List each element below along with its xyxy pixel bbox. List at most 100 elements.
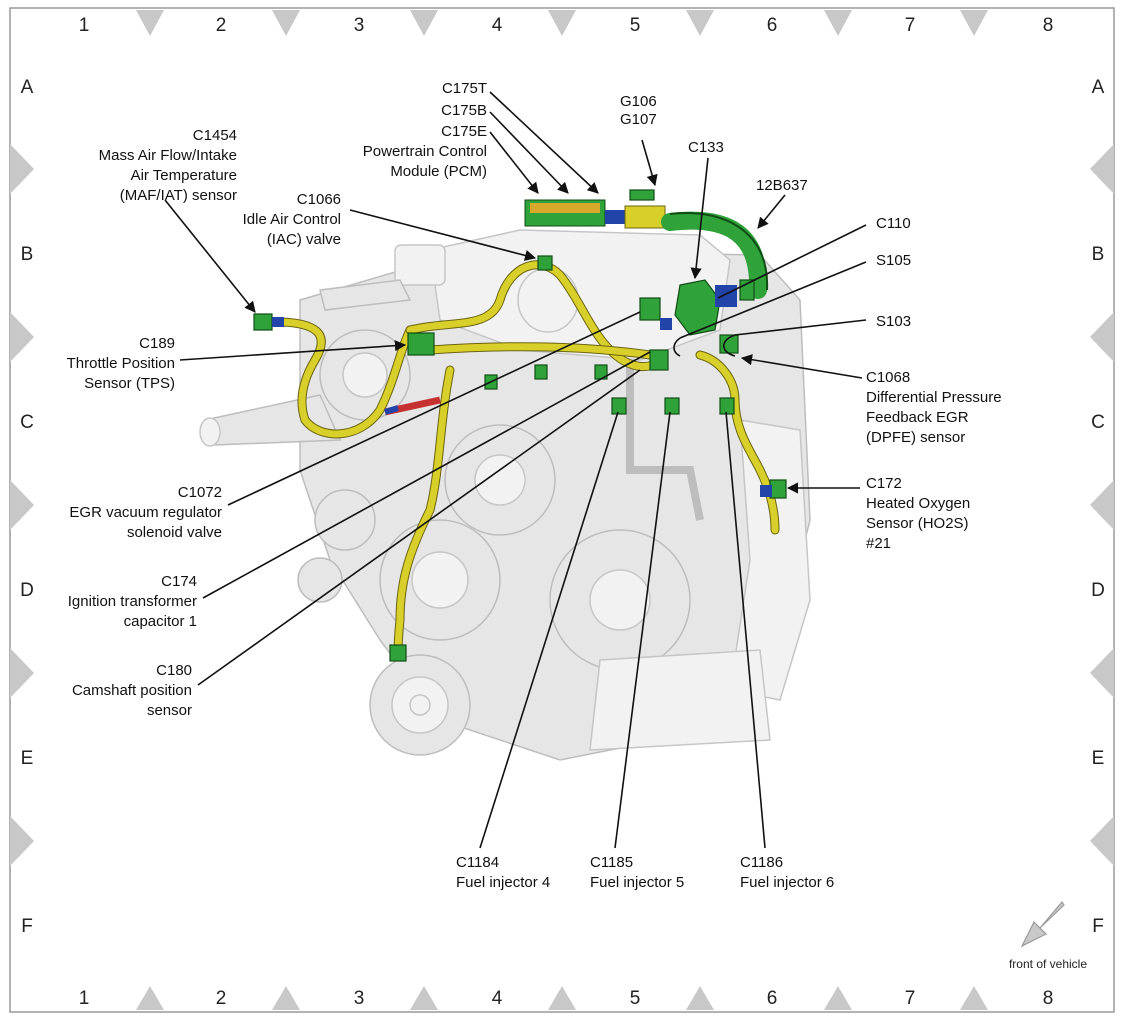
label-c175t: C175T	[442, 80, 487, 97]
label-c174: C174	[161, 573, 197, 590]
row-label: E	[1092, 748, 1105, 769]
label-g107: G107	[620, 111, 657, 128]
front-of-vehicle-indicator: front of vehicle	[1009, 901, 1087, 971]
label-c133: C133	[688, 139, 724, 156]
label-c110: C110	[876, 215, 911, 232]
label-c1454-line3: (MAF/IAT) sensor	[120, 187, 237, 204]
label-c189: C189	[139, 335, 175, 352]
col-label: 6	[767, 988, 778, 1009]
label-c180-line1: Camshaft position	[72, 682, 192, 699]
col-label: 5	[630, 15, 641, 36]
label-c1068-line1: Differential Pressure	[866, 389, 1002, 406]
row-label: C	[1091, 412, 1105, 433]
col-label: 1	[79, 988, 90, 1009]
label-c174-line2: capacitor 1	[124, 613, 197, 630]
leader-lines	[164, 91, 867, 849]
label-12b637: 12B637	[756, 177, 808, 194]
label-pcm-line1: Powertrain Control	[363, 143, 487, 160]
col-label: 4	[492, 988, 503, 1009]
row-label: F	[21, 916, 33, 937]
col-label: 2	[216, 15, 227, 36]
connector-c1072	[639, 297, 661, 321]
label-c172-line2: Sensor (HO2S)	[866, 515, 969, 532]
row-label: C	[20, 412, 34, 433]
col-label: 3	[354, 988, 365, 1009]
label-c1186-line1: Fuel injector 6	[740, 874, 834, 891]
connector-c1454	[253, 313, 273, 331]
connector-c180	[389, 644, 407, 662]
connector-c174	[649, 349, 669, 371]
grid-row-labels-left: A B C D E F	[20, 77, 34, 937]
row-label: F	[1092, 916, 1104, 937]
label-c189-line2: Sensor (TPS)	[84, 375, 175, 392]
row-label: D	[1091, 580, 1105, 601]
grid-row-labels-right: A B C D E F	[1091, 77, 1105, 937]
label-c1184-line1: Fuel injector 4	[456, 874, 550, 891]
label-c1184: C1184	[456, 854, 499, 871]
row-label: B	[21, 244, 34, 265]
connector-c133	[674, 279, 721, 336]
label-c172-line3: #21	[866, 535, 891, 552]
label-c175b: C175B	[441, 102, 487, 119]
row-label: E	[21, 748, 34, 769]
grid-column-labels-top: 1 2 3 4 5 6 7 8	[79, 15, 1054, 36]
label-c1066: C1066	[297, 191, 341, 208]
label-pcm-line2: Module (PCM)	[390, 163, 487, 180]
col-label: 2	[216, 988, 227, 1009]
grid-markers-right	[1090, 144, 1114, 866]
label-c1186: C1186	[740, 854, 783, 871]
wiring-harness	[260, 260, 780, 660]
label-c1068-line2: Feedback EGR	[866, 409, 969, 426]
label-c1454-line1: Mass Air Flow/Intake	[99, 147, 237, 164]
connector-c172	[769, 479, 787, 499]
label-c1068: C1068	[866, 369, 910, 386]
col-label: 4	[492, 15, 503, 36]
front-arrow-icon	[1020, 901, 1065, 948]
row-label: B	[1092, 244, 1105, 265]
col-label: 8	[1043, 988, 1054, 1009]
col-label: 3	[354, 15, 365, 36]
label-c172-line1: Heated Oxygen	[866, 495, 970, 512]
connectors	[253, 189, 787, 662]
row-label: A	[1092, 77, 1105, 98]
label-c1454-line2: Air Temperature	[131, 167, 237, 184]
label-c1066-line1: Idle Air Control	[243, 211, 341, 228]
connector-c189	[407, 332, 435, 356]
connector-g106	[629, 189, 655, 201]
connector-c1184	[611, 397, 627, 415]
label-c180-line2: sensor	[147, 702, 192, 719]
label-c1185-line1: Fuel injector 5	[590, 874, 684, 891]
label-c175e: C175E	[441, 123, 487, 140]
col-label: 7	[905, 15, 916, 36]
label-c174-line1: Ignition transformer	[68, 593, 197, 610]
col-label: 7	[905, 988, 916, 1009]
connector-c1185	[664, 397, 680, 415]
col-label: 1	[79, 15, 90, 36]
front-of-vehicle-label: front of vehicle	[1009, 957, 1087, 971]
label-c1185: C1185	[590, 854, 633, 871]
label-c1072-line1: EGR vacuum regulator	[69, 504, 222, 521]
label-c172: C172	[866, 475, 902, 492]
grid-markers-top	[136, 10, 988, 36]
pcm-harness	[524, 199, 769, 299]
grid-markers-bottom	[136, 986, 988, 1010]
grid-column-labels-bottom: 1 2 3 4 5 6 7 8	[79, 988, 1054, 1009]
labels: C175T C175B C175E Powertrain Control Mod…	[67, 80, 1002, 891]
label-c189-line1: Throttle Position	[67, 355, 175, 372]
label-g106: G106	[620, 93, 657, 110]
label-s105: S105	[876, 252, 911, 269]
label-c1072-line2: solenoid valve	[127, 524, 222, 541]
label-c180: C180	[156, 662, 192, 679]
label-c1068-line3: (DPFE) sensor	[866, 429, 965, 446]
label-c1454: C1454	[193, 127, 237, 144]
connector-c1066	[537, 255, 553, 271]
col-label: 5	[630, 988, 641, 1009]
row-label: D	[20, 580, 34, 601]
col-label: 6	[767, 15, 778, 36]
label-c1066-line2: (IAC) valve	[267, 231, 341, 248]
label-c1072: C1072	[178, 484, 222, 501]
label-s103: S103	[876, 313, 911, 330]
row-label: A	[21, 77, 34, 98]
